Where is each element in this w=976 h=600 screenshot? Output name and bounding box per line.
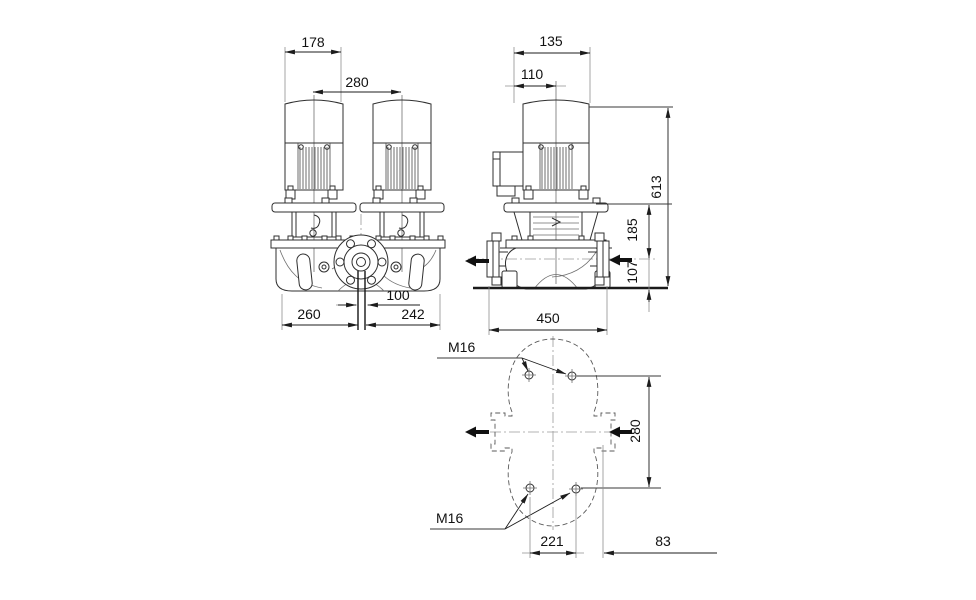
pump-housing-side: [473, 232, 668, 290]
thread-label-top: M16: [448, 339, 475, 355]
flow-arrow-suction-side: [609, 254, 632, 266]
dim-label-centerline-to-lantern-top: 185: [624, 218, 640, 242]
side-dimensions: 135 110 613 185 107 450: [488, 33, 673, 335]
dim-label-motor-width: 178: [301, 34, 325, 50]
motor-side: [492, 99, 590, 200]
motor-b: [372, 99, 432, 200]
port-reference-lines: [357, 271, 366, 330]
pump-housing-front: [271, 234, 445, 330]
plan-view-drawing: M16 M16 280 221 83: [430, 336, 717, 558]
flow-arrow-suction-plan: [609, 426, 632, 438]
suction-discharge-flanges: [486, 232, 610, 286]
dim-label-center-to-box: 110: [521, 66, 544, 82]
dim-label-bolt-span-vertical: 280: [627, 419, 643, 443]
dim-label-left-span: 260: [297, 306, 321, 322]
dim-label-base-to-centerline: 107: [624, 260, 640, 284]
base-outline: [490, 338, 616, 527]
dim-label-edge-offset: 83: [655, 533, 671, 549]
motor-a: [284, 99, 344, 200]
dim-label-total-height: 613: [648, 175, 664, 199]
dim-label-port-offset: 100: [386, 287, 410, 303]
center-flange: [333, 234, 389, 290]
dim-label-right-span: 242: [401, 306, 425, 322]
lantern-side: [503, 197, 609, 249]
dim-label-bolt-span-horizontal: 221: [540, 533, 564, 549]
thread-label-bottom: M16: [436, 510, 463, 526]
flow-arrow-discharge-side: [465, 255, 489, 267]
side-view-drawing: 135 110 613 185 107 450: [465, 33, 673, 335]
dim-label-motor-depth: 135: [539, 33, 563, 49]
volute-foot-a: [296, 253, 313, 291]
front-dimensions: 178 280 100 260 242: [281, 34, 441, 330]
front-view-drawing: 178 280 100 260 242: [270, 34, 446, 330]
plan-dimensions: M16 M16 280 221 83: [430, 339, 717, 558]
volute-foot-b: [408, 253, 425, 291]
flow-arrow-discharge-plan: [465, 426, 489, 438]
terminal-box: [492, 151, 524, 197]
dim-label-head-spacing: 280: [345, 74, 369, 90]
dim-label-port-to-port: 450: [536, 310, 560, 326]
anchor-bolt-holes: [522, 368, 583, 496]
